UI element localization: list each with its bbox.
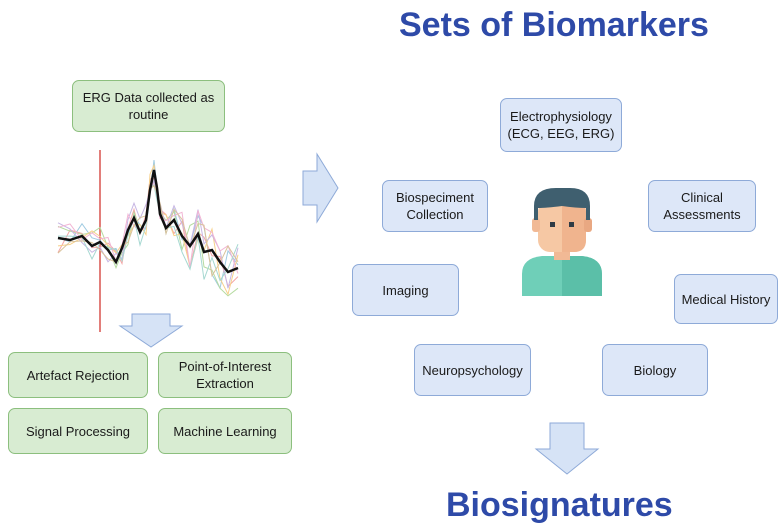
erg-signal-plot (57, 150, 239, 332)
point-of-interest-box: Point-of-Interest Extraction (158, 352, 292, 398)
imaging-box: Imaging (352, 264, 459, 316)
machine-learning-box: Machine Learning (158, 408, 292, 454)
down-arrow-icon (118, 313, 184, 348)
right-arrow-icon (302, 152, 339, 224)
person-avatar-icon (522, 188, 602, 296)
neuropsychology-box: Neuropsychology (414, 344, 531, 396)
output-title: Biosignatures (446, 486, 673, 524)
down-arrow-icon (534, 422, 600, 475)
biospecimen-box: Biospeciment Collection (382, 180, 488, 232)
artefact-rejection-box: Artefact Rejection (8, 352, 148, 398)
signal-processing-box: Signal Processing (8, 408, 148, 454)
erg-data-box: ERG Data collected as routine (72, 80, 225, 132)
erg-trace (57, 184, 239, 278)
page-title: Sets of Biomarkers (399, 6, 709, 44)
biology-box: Biology (602, 344, 708, 396)
medical-history-box: Medical History (674, 274, 778, 324)
erg-trace (57, 163, 239, 296)
electrophysiology-box: Electrophysiology (ECG, EEG, ERG) (500, 98, 622, 152)
clinical-assessments-box: Clinical Assessments (648, 180, 756, 232)
